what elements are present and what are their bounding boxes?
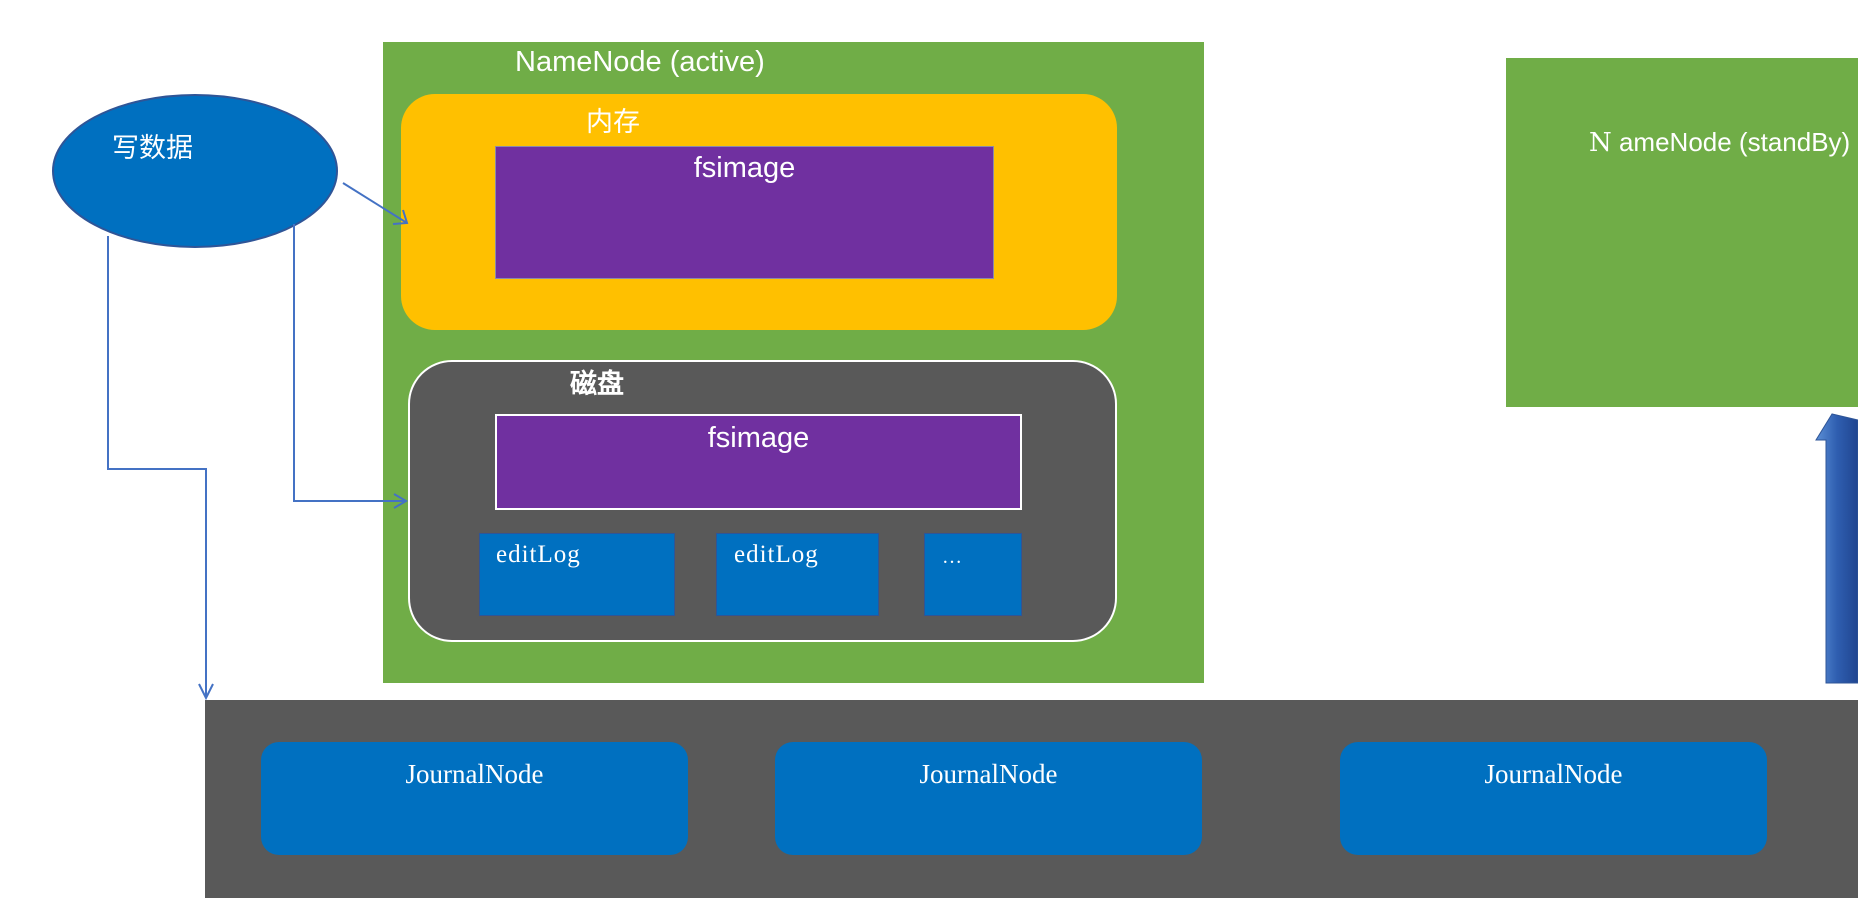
disk-title: 磁盘 (570, 369, 624, 400)
disk-fsimage-box (495, 414, 1022, 510)
memory-fsimage-label: fsimage (693, 152, 796, 184)
write-data-label: 写数据 (112, 133, 193, 164)
standby-title-initial: N (1589, 128, 1612, 158)
editlog-label: editLog (734, 541, 819, 568)
active-namenode-title: NameNode (active) (515, 46, 765, 78)
editlog-ellipsis-box (924, 533, 1022, 616)
journal-node-label: JournalNode (1484, 759, 1623, 789)
journal-node-box (1340, 742, 1767, 855)
journal-node-box (775, 742, 1202, 855)
arrow-to-memory (342, 182, 409, 225)
editlog-label: editLog (496, 541, 581, 568)
arrow-to-disk (293, 224, 408, 509)
editlog-box (479, 533, 675, 616)
editlog-box (716, 533, 879, 616)
memory-title: 内存 (586, 107, 640, 138)
up-arrow-to-standby (1815, 413, 1858, 684)
memory-fsimage-box (495, 146, 994, 279)
disk-fsimage-label: fsimage (707, 422, 810, 454)
standby-title-rest: ameNode (standBy) (1611, 127, 1851, 157)
standby-namenode-box (1506, 58, 1858, 407)
journal-node-box (261, 742, 688, 855)
write-data-ellipse (52, 94, 338, 248)
journal-node-label: JournalNode (405, 759, 544, 789)
editlog-ellipsis-label: … (942, 546, 963, 568)
standby-namenode-title: N ameNode (standBy) (1589, 127, 1850, 158)
arrow-to-journal (107, 236, 214, 701)
journal-node-label: JournalNode (919, 759, 1058, 789)
